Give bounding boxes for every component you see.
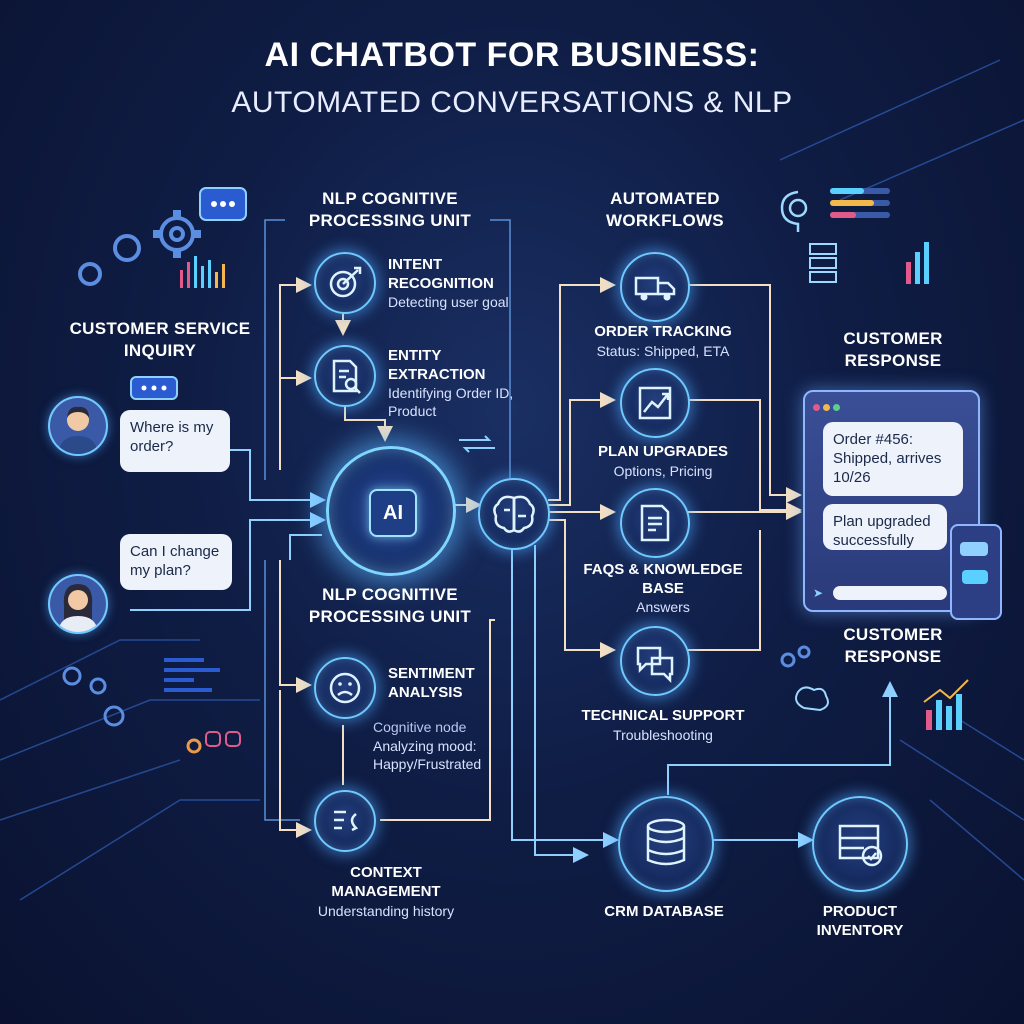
workflows-title: AUTOMATED WORKFLOWS: [606, 189, 724, 230]
inventory-server-icon: [812, 796, 908, 892]
order-tracking-title: ORDER TRACKING: [594, 323, 732, 340]
message-input[interactable]: [833, 586, 947, 600]
ai-chip-label: AI: [369, 489, 417, 537]
tech-support-desc: Troubleshooting: [613, 727, 713, 743]
inquiry-message-order: Where is my order?: [120, 410, 230, 472]
faq-title: FAQS & KNOWLEDGE BASE: [583, 561, 743, 597]
inventory-label: PRODUCT INVENTORY: [816, 903, 904, 939]
intent-desc: Detecting user goal: [388, 294, 509, 310]
inquiry-message-plan: Can I change my plan?: [120, 534, 232, 590]
crm-database-icon: [618, 796, 714, 892]
analytics-chart-icon: [780, 645, 969, 730]
intent-target-icon: [314, 252, 376, 314]
window-controls: [813, 398, 840, 416]
plan-upgrades-desc: Options, Pricing: [613, 463, 713, 479]
male-user-avatar: [48, 396, 108, 456]
intent-title: INTENT RECOGNITION: [388, 256, 494, 292]
order-tracking-desc: Status: Shipped, ETA: [596, 343, 730, 359]
response-title-bottom: CUSTOMER RESPONSE: [843, 625, 943, 666]
nlp-unit-title-bottom: NLP COGNITIVE PROCESSING UNIT: [308, 585, 472, 626]
sentiment-desc-node: Cognitive node: [373, 719, 467, 735]
faq-desc: Answers: [636, 599, 690, 615]
main-title: AI CHATBOT FOR BUSINESS:: [264, 36, 760, 74]
nlp-unit-title-top: NLP COGNITIVE PROCESSING UNIT: [308, 189, 472, 230]
brain-analytics-icon: [780, 188, 929, 284]
upgrade-chart-icon: [620, 368, 690, 438]
ai-core-hub: AI: [326, 446, 456, 576]
context-desc: Understanding history: [317, 903, 455, 919]
entity-desc: Identifying Order ID, Product: [388, 385, 514, 419]
plan-upgrades-title: PLAN UPGRADES: [597, 443, 728, 460]
send-icon[interactable]: ➤: [813, 586, 824, 600]
response-message-order: Order #456: Shipped, arrives 10/26: [823, 422, 963, 496]
sync-arrows-icon: [459, 435, 495, 453]
response-title-top: CUSTOMER RESPONSE: [843, 329, 943, 370]
chat-window: Order #456: Shipped, arrives 10/26 Plan …: [803, 390, 980, 612]
subtitle: AUTOMATED CONVERSATIONS & NLP: [231, 86, 793, 119]
signal-bars-icon: [180, 256, 225, 288]
sentiment-face-icon: [314, 657, 376, 719]
inquiry-title: CUSTOMER SERVICE INQUIRY: [69, 319, 251, 360]
entity-document-search-icon: [314, 345, 376, 407]
gears-icon: [78, 187, 247, 286]
crm-label: CRM DATABASE: [604, 903, 724, 920]
knowledge-document-icon: [620, 488, 690, 558]
circuit-decoration-icon: [62, 658, 241, 754]
mobile-device: [950, 524, 1002, 620]
context-history-icon: [314, 790, 376, 852]
tech-support-title: TECHNICAL SUPPORT: [581, 707, 745, 724]
response-message-plan: Plan upgraded successfully: [823, 504, 947, 550]
sentiment-title: SENTIMENT ANALYSIS: [388, 665, 475, 701]
support-chat-icon: [620, 626, 690, 696]
chat-bubble-icon: [130, 376, 178, 400]
female-user-avatar: [48, 574, 108, 634]
delivery-truck-icon: [620, 252, 690, 322]
brain-hub-icon: [478, 478, 550, 550]
sentiment-desc-mood: Analyzing mood: Happy/Frustrated: [373, 738, 482, 772]
context-title: CONTEXT MANAGEMENT: [331, 864, 441, 900]
entity-title: ENTITY EXTRACTION: [388, 347, 486, 383]
